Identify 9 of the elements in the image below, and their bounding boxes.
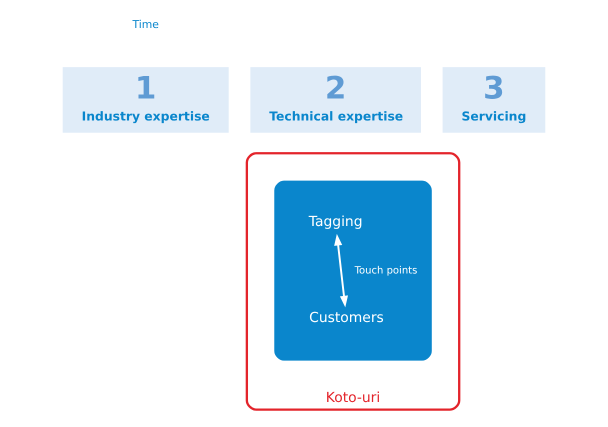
node-text: Customers [309,310,384,326]
label: Time [132,18,159,31]
cluster [274,180,432,361]
arrow [334,234,348,308]
node-box: 3 Servicing [442,67,546,133]
node-box: 2 Technical expertise [250,67,421,133]
node-box: 1 Industry expertise [62,67,229,133]
edge-label: Touch points [354,265,418,276]
node-text: Tagging [308,214,363,230]
